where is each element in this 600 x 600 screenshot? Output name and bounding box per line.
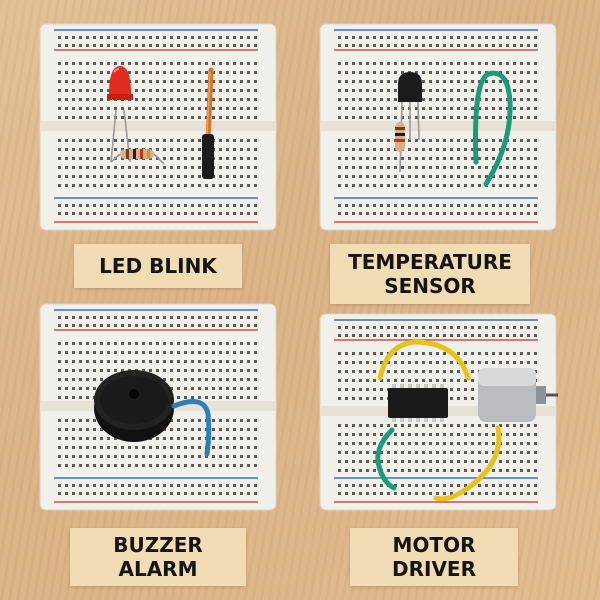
breadboard-body bbox=[39, 23, 277, 231]
black-jumper-wire bbox=[202, 134, 214, 179]
temperature-sensor-to92 bbox=[398, 72, 422, 173]
label-line: DRIVER bbox=[392, 557, 476, 581]
green-jumper-wire bbox=[473, 70, 513, 187]
breadboard-led-blink bbox=[38, 22, 278, 232]
yellow-jumper-wire bbox=[377, 339, 502, 502]
label-line: MOTOR bbox=[392, 533, 476, 557]
label-motor-driver: MOTOR DRIVER bbox=[350, 528, 518, 586]
breadboard-motor-driver bbox=[318, 312, 558, 522]
label-buzzer-alarm: BUZZER ALARM bbox=[70, 528, 246, 586]
resistor bbox=[110, 149, 165, 165]
dip-ic-chip bbox=[388, 384, 448, 422]
label-line: TEMPERATURE bbox=[348, 250, 512, 274]
piezo-buzzer bbox=[94, 370, 174, 442]
green-jumper-wire bbox=[375, 427, 397, 491]
label-line: LED BLINK bbox=[99, 254, 217, 278]
resistor bbox=[395, 122, 405, 152]
label-line: SENSOR bbox=[384, 274, 476, 298]
label-line: BUZZER bbox=[113, 533, 203, 557]
label-line: ALARM bbox=[118, 557, 198, 581]
breadboard-temperature-sensor bbox=[318, 22, 558, 232]
breadboard-body bbox=[319, 23, 557, 231]
breadboard-buzzer-alarm bbox=[38, 302, 278, 512]
blue-jumper-wire bbox=[171, 399, 212, 457]
label-temperature-sensor: TEMPERATURE SENSOR bbox=[330, 244, 530, 304]
label-led-blink: LED BLINK bbox=[74, 244, 242, 288]
orange-jumper-wire bbox=[205, 67, 214, 143]
dc-motor bbox=[478, 368, 558, 422]
